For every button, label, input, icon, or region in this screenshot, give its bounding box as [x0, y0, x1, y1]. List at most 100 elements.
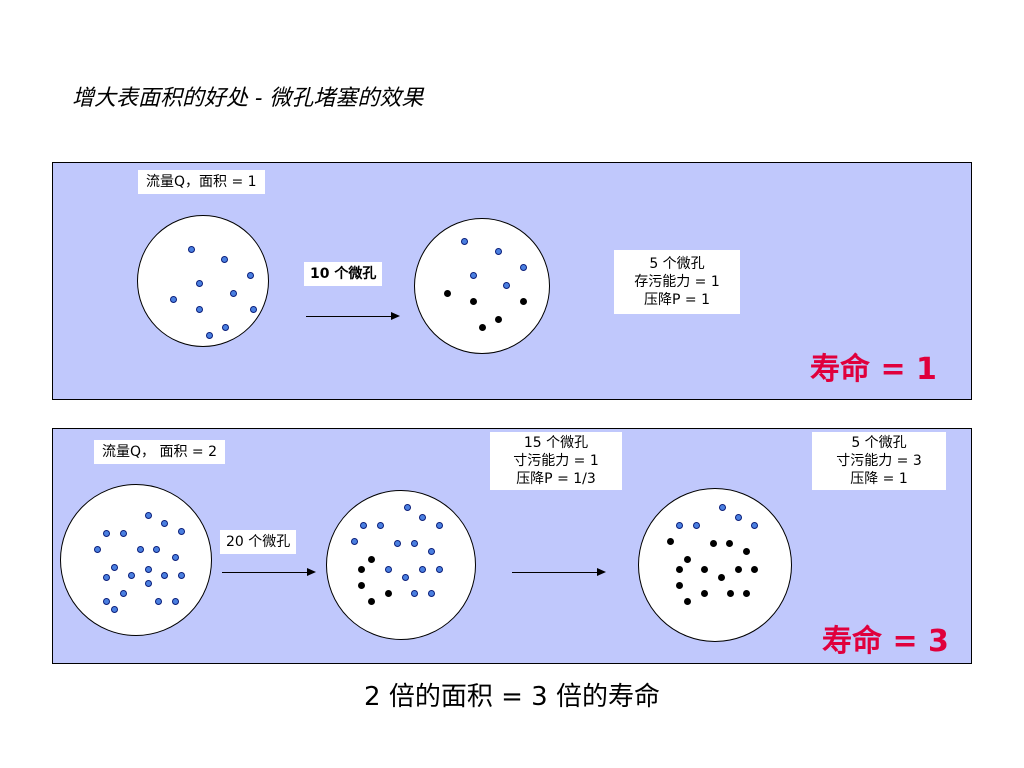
open-pore — [428, 590, 435, 597]
open-pore — [419, 566, 426, 573]
open-pore — [172, 554, 179, 561]
open-pore — [178, 572, 185, 579]
open-pore — [385, 566, 392, 573]
right-line-1: 5 个微孔 — [851, 435, 907, 451]
blocked-pore — [385, 590, 392, 597]
blocked-pore — [743, 548, 750, 555]
filter-circle-1b — [414, 218, 550, 354]
open-pore — [402, 574, 409, 581]
blocked-pore — [358, 566, 365, 573]
open-pore — [520, 264, 527, 271]
mid-line-1: 15 个微孔 — [523, 435, 589, 451]
open-pore — [404, 504, 411, 511]
open-pore — [751, 522, 758, 529]
blocked-pore — [676, 566, 683, 573]
filter-circle-2c — [638, 488, 792, 642]
open-pore — [172, 598, 179, 605]
blocked-pore — [368, 556, 375, 563]
blocked-pore — [479, 324, 486, 331]
blocked-pore — [735, 566, 742, 573]
open-pore — [503, 282, 510, 289]
open-pore — [247, 272, 254, 279]
life-label-2: 寿命 = 3 — [822, 624, 949, 659]
arrow-1 — [306, 312, 400, 320]
page-title: 增大表面积的好处 - 微孔堵塞的效果 — [72, 86, 424, 111]
filter-circle-2a — [60, 484, 212, 636]
open-pore — [103, 598, 110, 605]
open-pore — [676, 522, 683, 529]
conclusion-label: 2 倍的面积 = 3 倍的寿命 — [364, 682, 660, 712]
right-line-3: 压降 = 1 — [850, 471, 908, 487]
open-pore — [230, 290, 237, 297]
open-pore — [206, 332, 213, 339]
open-pore — [394, 540, 401, 547]
open-pore — [103, 574, 110, 581]
open-pore — [377, 522, 384, 529]
blocked-pore — [495, 316, 502, 323]
open-pore — [145, 580, 152, 587]
open-pore — [428, 548, 435, 555]
filter-circle-1a — [137, 215, 269, 347]
open-pore — [470, 272, 477, 279]
open-pore — [419, 514, 426, 521]
conclusion-text: 2 倍的面积 = 3 倍的寿命 — [0, 676, 1024, 713]
open-pore — [153, 546, 160, 553]
open-pore — [250, 306, 257, 313]
blocked-pore — [743, 590, 750, 597]
open-pore — [351, 538, 358, 545]
mid-line-3: 压降P = 1/3 — [516, 471, 596, 487]
result-1-line-1: 5 个微孔 — [649, 256, 705, 272]
result-box-1: 5 个微孔 存污能力 = 1 压降P = 1 — [614, 250, 740, 314]
open-pore — [178, 528, 185, 535]
open-pore — [411, 590, 418, 597]
open-pore — [120, 590, 127, 597]
blocked-pore — [676, 582, 683, 589]
open-pore — [111, 606, 118, 613]
open-pore — [196, 306, 203, 313]
open-pore — [145, 512, 152, 519]
open-pore — [170, 296, 177, 303]
open-pore — [719, 504, 726, 511]
open-pore — [111, 564, 118, 571]
blocked-pore — [726, 540, 733, 547]
blocked-pore — [701, 590, 708, 597]
blocked-pore — [701, 566, 708, 573]
blocked-pore — [684, 556, 691, 563]
open-pore — [495, 248, 502, 255]
open-pore — [161, 572, 168, 579]
arrow-2b — [512, 568, 606, 576]
open-pore — [735, 514, 742, 521]
open-pore — [436, 566, 443, 573]
blocked-pore — [718, 574, 725, 581]
open-pore — [188, 246, 195, 253]
blocked-pore — [667, 538, 674, 545]
open-pore — [360, 522, 367, 529]
flow-label-1: 流量Q，面积 = 1 — [138, 170, 265, 194]
open-pore — [222, 324, 229, 331]
open-pore — [103, 530, 110, 537]
life-label-1: 寿命 = 1 — [810, 352, 937, 387]
open-pore — [693, 522, 700, 529]
open-pore — [128, 572, 135, 579]
right-line-2: 寸污能力 = 3 — [836, 453, 922, 469]
blocked-pore — [444, 290, 451, 297]
result-1-line-2: 存污能力 = 1 — [634, 274, 720, 290]
open-pore — [196, 280, 203, 287]
open-pore — [145, 566, 152, 573]
blocked-pore — [727, 590, 734, 597]
arrow-label-1: 10 个微孔 — [304, 262, 383, 286]
open-pore — [221, 256, 228, 263]
mid-result-box: 15 个微孔 寸污能力 = 1 压降P = 1/3 — [490, 432, 622, 490]
blocked-pore — [684, 598, 691, 605]
result-1-line-3: 压降P = 1 — [644, 292, 710, 308]
open-pore — [155, 598, 162, 605]
flow-label-2: 流量Q， 面积 = 2 — [94, 440, 226, 464]
blocked-pore — [710, 540, 717, 547]
open-pore — [461, 238, 468, 245]
filter-circle-2b — [326, 490, 476, 640]
blocked-pore — [368, 598, 375, 605]
open-pore — [137, 546, 144, 553]
open-pore — [411, 540, 418, 547]
blocked-pore — [520, 298, 527, 305]
blocked-pore — [358, 582, 365, 589]
